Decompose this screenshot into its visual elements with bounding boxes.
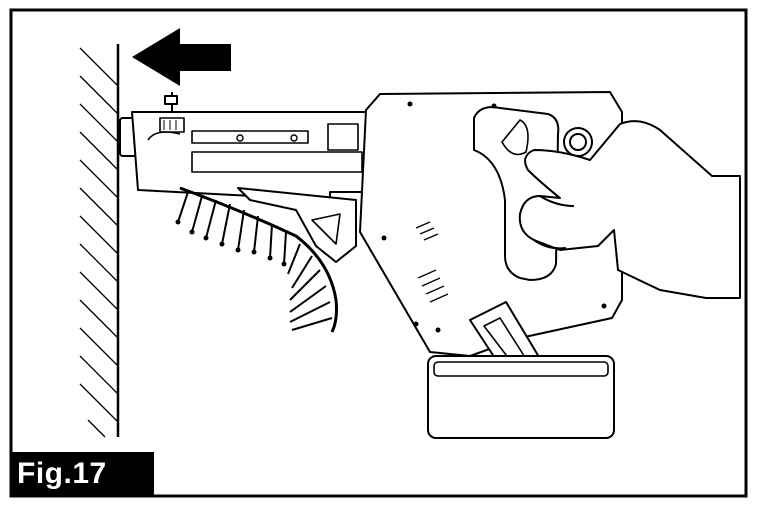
figure-label: Fig.17 bbox=[11, 452, 154, 496]
hatched-wall-icon bbox=[79, 44, 120, 438]
hand-icon bbox=[518, 120, 741, 299]
figure-frame bbox=[9, 8, 748, 498]
auto-feed-screwdriver-icon bbox=[119, 91, 623, 439]
collated-screw-strip-icon bbox=[175, 186, 338, 333]
left-arrow-icon bbox=[132, 28, 231, 86]
